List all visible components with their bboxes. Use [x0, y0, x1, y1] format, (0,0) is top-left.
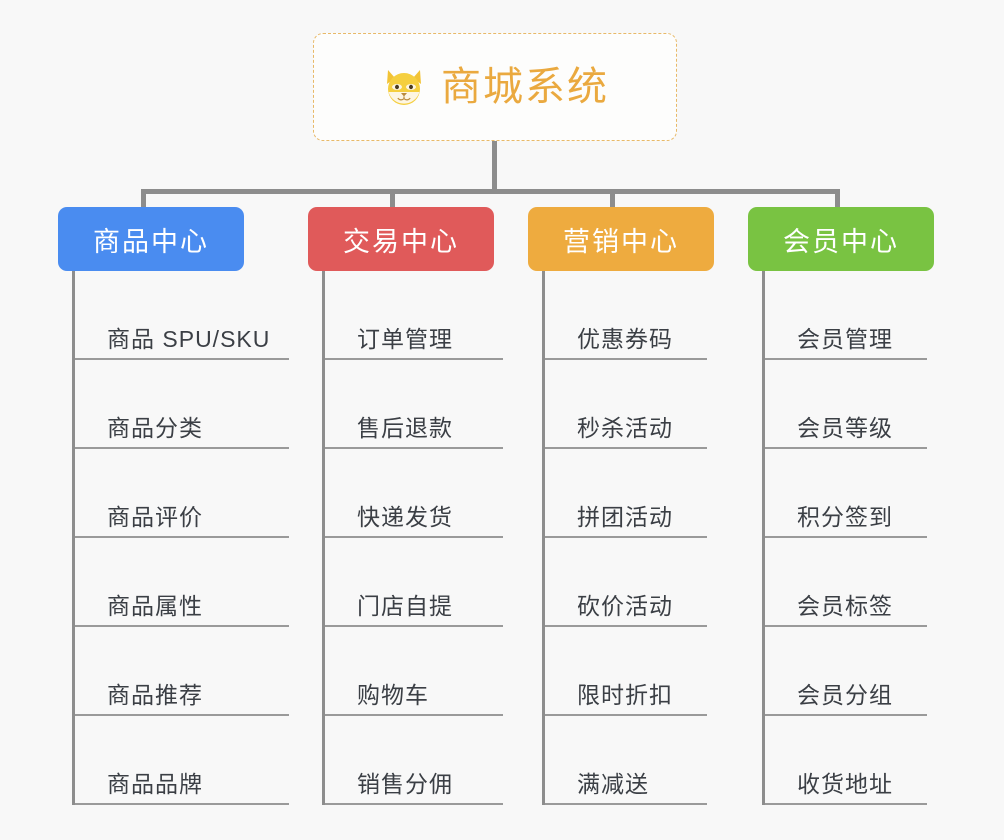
leaf-label: 会员标签: [797, 592, 893, 619]
leaf-label: 会员分组: [797, 681, 893, 708]
list-item[interactable]: 快递发货: [325, 449, 503, 538]
connector-drop-1: [141, 189, 146, 209]
list-item[interactable]: 订单管理: [325, 271, 503, 360]
list-item[interactable]: 秒杀活动: [545, 360, 707, 449]
leaf-label: 商品品牌: [107, 770, 203, 797]
list-item[interactable]: 会员分组: [765, 627, 927, 716]
list-item[interactable]: 收货地址: [765, 716, 927, 805]
leaf-label: 拼团活动: [577, 503, 673, 530]
list-item[interactable]: 商品推荐: [75, 627, 289, 716]
list-item[interactable]: 会员标签: [765, 538, 927, 627]
leaf-label: 快递发货: [357, 503, 453, 530]
connector-horizontal-bus: [141, 189, 840, 194]
list-item[interactable]: 商品品牌: [75, 716, 289, 805]
category-column-会员中心: 会员中心 会员管理 会员等级 积分签到 会员标签 会员分组 收货地址: [748, 207, 934, 805]
list-item[interactable]: 销售分佣: [325, 716, 503, 805]
category-column-交易中心: 交易中心 订单管理 售后退款 快递发货 门店自提 购物车 销售分佣: [308, 207, 503, 805]
leaf-list-0: 商品 SPU/SKU 商品分类 商品评价 商品属性 商品推荐 商品品牌: [72, 271, 289, 805]
connector-drop-3: [610, 189, 615, 209]
root-node[interactable]: 商城系统: [313, 33, 677, 141]
leaf-label: 商品推荐: [107, 681, 203, 708]
leaf-label: 商品评价: [107, 503, 203, 530]
leaf-label: 砍价活动: [577, 592, 673, 619]
leaf-label: 订单管理: [357, 325, 453, 352]
leaf-label: 售后退款: [357, 414, 453, 441]
leaf-label: 满减送: [577, 770, 649, 797]
leaf-label: 商品属性: [107, 592, 203, 619]
leaf-label: 会员管理: [797, 325, 893, 352]
connector-drop-4: [835, 189, 840, 209]
list-item[interactable]: 满减送: [545, 716, 707, 805]
leaf-label: 购物车: [357, 681, 429, 708]
leaf-list-2: 优惠券码 秒杀活动 拼团活动 砍价活动 限时折扣 满减送: [542, 271, 707, 805]
list-item[interactable]: 拼团活动: [545, 449, 707, 538]
leaf-label: 门店自提: [357, 592, 453, 619]
list-item[interactable]: 限时折扣: [545, 627, 707, 716]
list-item[interactable]: 商品评价: [75, 449, 289, 538]
list-item[interactable]: 商品分类: [75, 360, 289, 449]
leaf-label: 收货地址: [797, 770, 893, 797]
leaf-label: 积分签到: [797, 503, 893, 530]
list-item[interactable]: 积分签到: [765, 449, 927, 538]
category-header-2[interactable]: 营销中心: [528, 207, 714, 271]
shiba-dog-face-icon: [381, 64, 427, 110]
list-item[interactable]: 售后退款: [325, 360, 503, 449]
category-column-商品中心: 商品中心 商品 SPU/SKU 商品分类 商品评价 商品属性 商品推荐 商品品牌: [58, 207, 289, 805]
leaf-label: 限时折扣: [577, 681, 673, 708]
list-item[interactable]: 商品属性: [75, 538, 289, 627]
leaf-label: 销售分佣: [357, 770, 453, 797]
list-item[interactable]: 门店自提: [325, 538, 503, 627]
leaf-list-3: 会员管理 会员等级 积分签到 会员标签 会员分组 收货地址: [762, 271, 927, 805]
root-title: 商城系统: [441, 65, 609, 109]
category-header-0[interactable]: 商品中心: [58, 207, 244, 271]
leaf-label: 优惠券码: [577, 325, 673, 352]
list-item[interactable]: 优惠券码: [545, 271, 707, 360]
leaf-label: 会员等级: [797, 414, 893, 441]
list-item[interactable]: 购物车: [325, 627, 503, 716]
category-header-1[interactable]: 交易中心: [308, 207, 494, 271]
leaf-label: 商品分类: [107, 414, 203, 441]
list-item[interactable]: 会员管理: [765, 271, 927, 360]
leaf-list-1: 订单管理 售后退款 快递发货 门店自提 购物车 销售分佣: [322, 271, 503, 805]
list-item[interactable]: 砍价活动: [545, 538, 707, 627]
leaf-label: 商品 SPU/SKU: [107, 325, 271, 352]
connector-drop-2: [390, 189, 395, 209]
leaf-label: 秒杀活动: [577, 414, 673, 441]
category-column-营销中心: 营销中心 优惠券码 秒杀活动 拼团活动 砍价活动 限时折扣 满减送: [528, 207, 714, 805]
category-header-3[interactable]: 会员中心: [748, 207, 934, 271]
connector-root-stem: [492, 141, 497, 191]
list-item[interactable]: 会员等级: [765, 360, 927, 449]
list-item[interactable]: 商品 SPU/SKU: [75, 271, 289, 360]
